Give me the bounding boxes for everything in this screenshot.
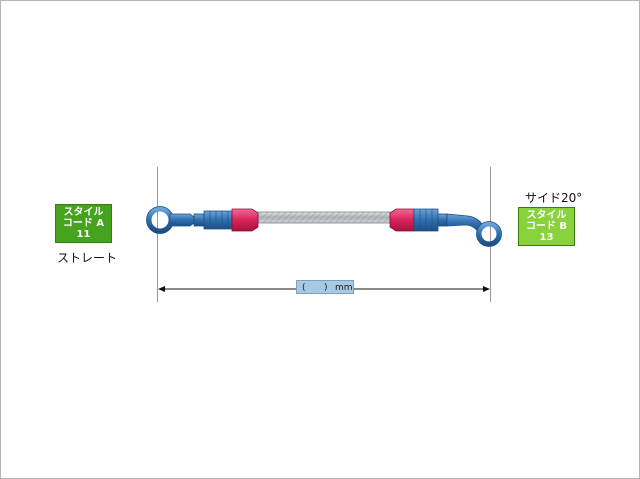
length-input-box[interactable]: ( ) mm bbox=[296, 280, 354, 294]
collar-right bbox=[389, 208, 415, 232]
paren-open: ( bbox=[302, 283, 306, 293]
style-code-a-code: コード A bbox=[62, 218, 105, 229]
banjo-fitting-right bbox=[413, 208, 502, 247]
style-code-b-box: スタイル コード B 13 bbox=[518, 207, 575, 246]
style-code-b-number: 13 bbox=[539, 232, 554, 243]
fitting-b-caption: サイド20° bbox=[525, 191, 583, 205]
style-code-b-code: コード B bbox=[525, 221, 568, 232]
collar-left bbox=[231, 208, 259, 232]
fitting-a-caption: ストレート bbox=[57, 251, 118, 265]
paren-close: ) bbox=[324, 283, 328, 293]
style-code-a-box: スタイル コード A 11 bbox=[55, 204, 112, 243]
style-code-a-label: スタイル bbox=[63, 207, 104, 218]
style-code-a-number: 11 bbox=[76, 229, 91, 240]
length-unit: mm bbox=[335, 283, 353, 293]
style-code-b-label: スタイル bbox=[526, 210, 567, 221]
banjo-fitting-left bbox=[146, 206, 233, 234]
braided-hose bbox=[257, 211, 391, 224]
